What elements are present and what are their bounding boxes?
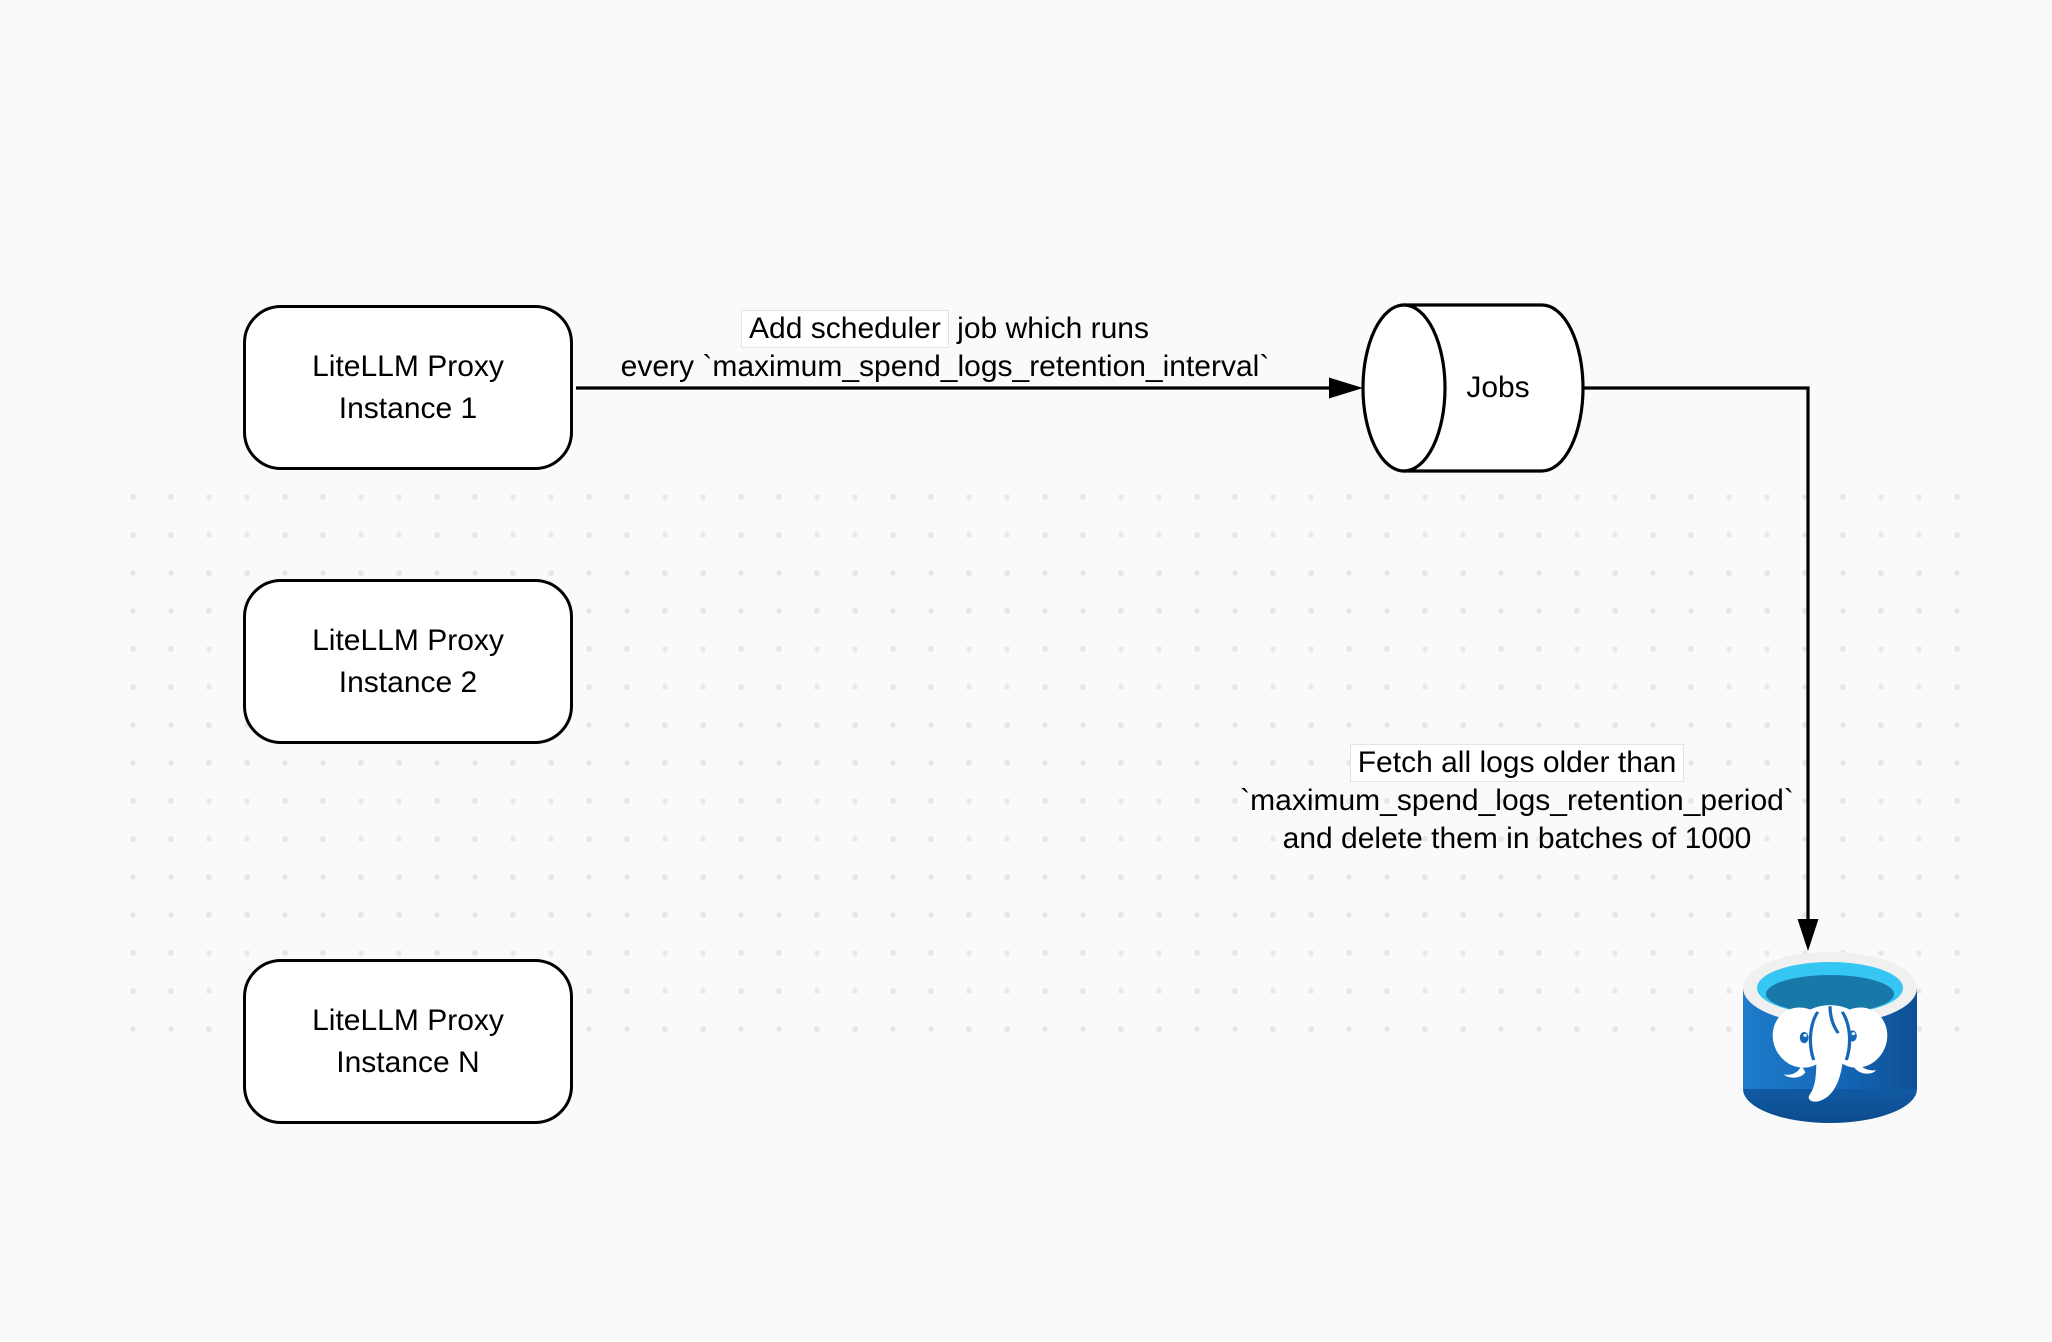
edge-label-add-scheduler-job: Add scheduler job which runs every `maxi… <box>585 310 1305 386</box>
edge-label-chip: Add scheduler <box>741 310 949 348</box>
cylinder-cap <box>1361 303 1447 473</box>
edge-label-line: every `maximum_spend_logs_retention_inte… <box>620 350 1270 383</box>
arrowhead-down-icon <box>1797 919 1819 951</box>
node-label-line: LiteLLM Proxy <box>312 623 504 657</box>
edge-label-fetch-delete-logs: Fetch all logs older than `maximum_spend… <box>1227 744 1807 858</box>
edge-jobs-to-postgres <box>1583 386 1819 951</box>
node-litellm-proxy-instance-1[interactable]: LiteLLM Proxy Instance 1 <box>243 305 573 470</box>
node-label-line: Instance 1 <box>338 391 478 425</box>
edge-label-line: and delete them in batches of 1000 <box>1282 822 1752 855</box>
postgres-elephant-icon <box>1772 1005 1888 1102</box>
edge-label-line: Add scheduler job which runs <box>585 310 1305 348</box>
node-litellm-proxy-instance-2[interactable]: LiteLLM Proxy Instance 2 <box>243 579 573 744</box>
arrowhead-right-icon <box>1329 377 1363 399</box>
postgresql-database-icon[interactable] <box>1743 952 1917 1123</box>
cylinder-body <box>1402 303 1585 473</box>
node-litellm-proxy-instance-n[interactable]: LiteLLM Proxy Instance N <box>243 959 573 1124</box>
node-label-line: LiteLLM Proxy <box>312 1003 504 1037</box>
edge-label-text: job which runs <box>948 312 1149 345</box>
edge-line <box>1583 386 1810 923</box>
jobs-cylinder-label: Jobs <box>1466 371 1530 404</box>
node-label-line: Instance 2 <box>338 665 478 699</box>
edge-label-chip: Fetch all logs older than <box>1349 744 1685 782</box>
edge-label-line: `maximum_spend_logs_retention_period` <box>1240 784 1794 817</box>
node-label-line: Instance N <box>336 1045 480 1079</box>
node-label-line: LiteLLM Proxy <box>312 349 504 383</box>
edge-label-line: Fetch all logs older than <box>1227 744 1807 782</box>
jobs-cylinder[interactable] <box>1361 303 1585 473</box>
db-water-deep <box>1766 975 1894 1013</box>
edge-proxy1-to-jobs <box>576 377 1363 399</box>
